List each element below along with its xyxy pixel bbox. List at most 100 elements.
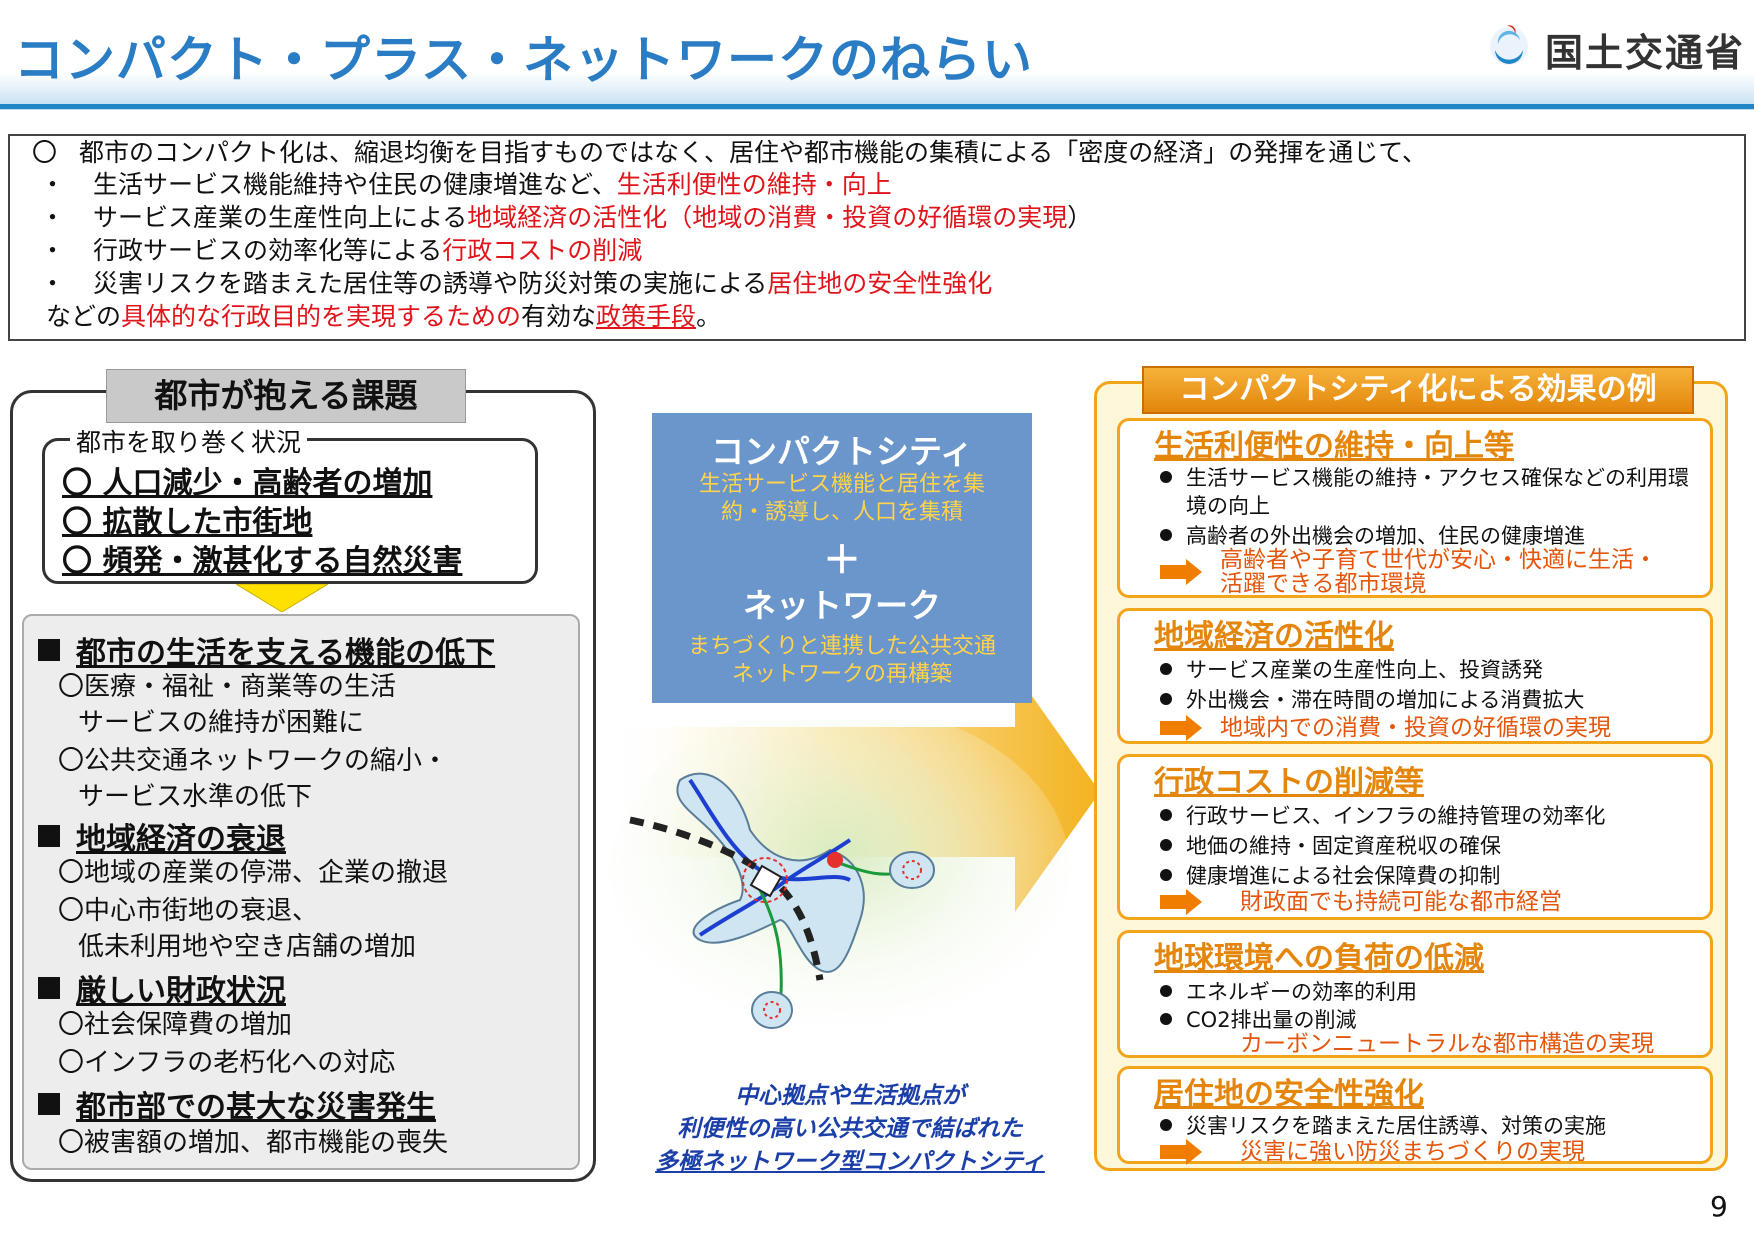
intro-box: 〇 都市のコンパクト化は、縮退均衡を目指すものではなく、居住や都市機能の集積によ… <box>8 134 1746 341</box>
compact-city-desc: 生活サービス機能と居住を集 <box>698 472 985 497</box>
caption-line: 利便性の高い公共交通で結ばれた <box>677 1116 1023 1142</box>
orange-arrow-icon <box>1160 1139 1202 1165</box>
issue-heading-text: 都市の生活を支える機能の低下 <box>76 636 496 671</box>
effect-result: カーボンニュートラルな都市構造の実現 <box>1240 1031 1654 1057</box>
effects-panel-title: コンパクトシティ化による効果の例 <box>1142 366 1694 414</box>
intro-bullet: ・ 行政サービスの効率化等による行政コストの削減 <box>40 236 642 266</box>
issue-heading: 地域経済の衰退 <box>38 814 286 858</box>
effect-bullet-text: 生活サービス機能の維持・アクセス確保などの利用環 <box>1186 466 1689 490</box>
closing-text: 有効な <box>521 302 597 331</box>
orange-arrow-icon <box>1160 889 1202 915</box>
dot-bullet-icon <box>1160 663 1172 675</box>
orange-arrow-icon <box>1160 715 1202 741</box>
effect-card: 生活利便性の維持・向上等 生活サービス機能の維持・アクセス確保などの利用環 境の… <box>1117 418 1713 598</box>
effect-bullet: 高齢者の外出機会の増加、住民の健康増進 <box>1160 523 1585 549</box>
effect-bullet: 外出機会・滞在時間の増加による消費拡大 <box>1160 687 1584 713</box>
network-desc: まちづくりと連携した公共交通 <box>687 634 996 659</box>
effect-card: 居住地の安全性強化 災害リスクを踏まえた居住誘導、対策の実施 災害に強い防災まち… <box>1117 1066 1713 1165</box>
issue-item: サービスの維持が困難に <box>78 708 365 738</box>
header-band <box>0 72 1754 110</box>
bullet-text: サービス産業の生産性向上による <box>92 203 468 232</box>
intro-lead: 〇 都市のコンパクト化は、縮退均衡を目指すものではなく、居住や都市機能の集積によ… <box>32 138 1427 168</box>
effect-result: 災害に強い防災まちづくりの実現 <box>1240 1139 1585 1165</box>
issue-item: 〇インフラの老朽化への対応 <box>58 1048 396 1078</box>
issue-item: 低未利用地や空き店舗の増加 <box>78 932 417 962</box>
dot-bullet-icon <box>1160 839 1172 851</box>
effect-bullet-text: CO2排出量の削減 <box>1186 1008 1357 1032</box>
effect-bullet: 生活サービス機能の維持・アクセス確保などの利用環 <box>1160 465 1689 491</box>
issue-heading: 都市部での甚大な災害発生 <box>38 1082 436 1126</box>
lead-marker: 〇 <box>32 138 58 167</box>
compact-city-desc: 約・誘導し、人口を集積 <box>720 500 963 525</box>
compact-network-box: コンパクトシティ 生活サービス機能と居住を集 約・誘導し、人口を集積 ＋ ネット… <box>652 413 1032 703</box>
org-name: 国土交通省 <box>1545 31 1746 75</box>
situation-item: 〇 拡散した市街地 <box>62 505 313 540</box>
situation-item: 〇 頻発・激甚化する自然災害 <box>62 544 463 579</box>
header-rule <box>0 104 1754 109</box>
issue-item: 〇中心市街地の衰退、 <box>58 896 319 926</box>
bullet-marker: ・ <box>40 269 66 298</box>
intro-bullet: ・ サービス産業の生産性向上による地域経済の活性化（地域の消費・投資の好循環の実… <box>40 203 1092 233</box>
lead-text: 都市のコンパクト化は、縮退均衡を目指すものではなく、居住や都市機能の集積による「… <box>78 138 1427 167</box>
effect-bullet-text: 行政サービス、インフラの維持管理の効率化 <box>1186 804 1606 828</box>
issue-heading: 都市の生活を支える機能の低下 <box>38 628 495 672</box>
issues-panel-title: 都市が抱える課題 <box>106 369 466 423</box>
effect-card: 地球環境への負荷の低減 エネルギーの効率的利用 CO2排出量の削減 カーボンニュ… <box>1117 930 1713 1058</box>
dot-bullet-icon <box>1160 529 1172 541</box>
issue-heading-text: 都市部での甚大な災害発生 <box>76 1090 436 1125</box>
effect-bullet: 災害リスクを踏まえた居住誘導、対策の実施 <box>1160 1113 1606 1139</box>
effect-bullet: 行政サービス、インフラの維持管理の効率化 <box>1160 803 1605 829</box>
bullet-highlight: 生活利便性の維持・向上 <box>616 170 892 199</box>
effect-bullet: サービス産業の生産性向上、投資誘発 <box>1160 657 1543 683</box>
issue-heading-text: 厳しい財政状況 <box>76 974 286 1009</box>
effect-result: 活躍できる都市環境 <box>1220 571 1427 597</box>
effect-bullet: CO2排出量の削減 <box>1160 1007 1357 1033</box>
bullet-text: 災害リスクを踏まえた居住等の誘導や防災対策の実施による <box>92 269 768 298</box>
effect-card: 行政コストの削減等 行政サービス、インフラの維持管理の効率化 地価の維持・固定資… <box>1117 754 1713 920</box>
effect-bullet-text: サービス産業の生産性向上、投資誘発 <box>1186 658 1543 682</box>
dot-bullet-icon <box>1160 1119 1172 1131</box>
issue-item: 〇公共交通ネットワークの縮小・ <box>58 746 449 776</box>
closing-highlight: 具体的な行政目的を実現するための <box>121 302 522 331</box>
issue-heading: 厳しい財政状況 <box>38 966 286 1010</box>
square-bullet-icon <box>38 639 60 661</box>
network-title: ネットワーク <box>743 586 941 625</box>
closing-text: 。 <box>696 302 722 331</box>
bullet-marker: ・ <box>40 236 66 265</box>
effect-card: 地域経済の活性化 サービス産業の生産性向上、投資誘発 外出機会・滞在時間の増加に… <box>1117 608 1713 744</box>
dot-bullet-icon <box>1160 693 1172 705</box>
effect-bullet-text: 外出機会・滞在時間の増加による消費拡大 <box>1186 688 1585 712</box>
bullet-highlight: 居住地の安全性強化 <box>767 269 993 298</box>
compact-city-title: コンパクトシティ <box>710 432 974 471</box>
mlit-logo: 国土交通省 <box>1485 18 1745 75</box>
bullet-highlight: 地域経済の活性化（地域の消費・投資の好循環の実現 <box>467 203 1068 232</box>
orange-arrow-icon <box>1160 559 1202 585</box>
page-number: 9 <box>1710 1190 1728 1223</box>
issue-item: 〇社会保障費の増加 <box>58 1010 293 1040</box>
effect-bullet: 地価の維持・固定資産税収の確保 <box>1160 833 1501 859</box>
effect-heading: 行政コストの削減等 <box>1154 765 1424 800</box>
effect-bullet-text: 地価の維持・固定資産税収の確保 <box>1186 834 1501 858</box>
issue-item: 〇地域の産業の停滞、企業の撤退 <box>58 858 449 888</box>
effect-bullet-text: エネルギーの効率的利用 <box>1186 980 1417 1004</box>
plus-sign: ＋ <box>822 538 861 582</box>
dot-bullet-icon <box>1160 985 1172 997</box>
situation-item: 〇 人口減少・高齢者の増加 <box>62 466 433 501</box>
intro-bullet: ・ 生活サービス機能維持や住民の健康増進など、生活利便性の維持・向上 <box>40 170 892 200</box>
bullet-highlight: 行政コストの削減 <box>442 236 643 265</box>
dot-bullet-icon <box>1160 869 1172 881</box>
effect-bullet: 境の向上 <box>1186 494 1270 518</box>
closing-text: などの <box>46 302 122 331</box>
effect-bullet: 健康増進による社会保障費の抑制 <box>1160 863 1500 889</box>
caption-line: 中心拠点や生活拠点が <box>735 1083 965 1109</box>
issue-item: 〇医療・福祉・商業等の生活 <box>58 672 397 702</box>
effect-heading: 地球環境への負荷の低減 <box>1154 941 1484 976</box>
page-title: コンパクト・プラス・ネットワークのねらい <box>14 31 1033 89</box>
bullet-tail: ） <box>1067 203 1093 232</box>
effect-heading: 地域経済の活性化 <box>1154 619 1394 654</box>
issue-item: サービス水準の低下 <box>78 782 313 812</box>
network-desc: ネットワークの再構築 <box>731 662 952 687</box>
effect-result: 地域内での消費・投資の好循環の実現 <box>1220 715 1611 741</box>
square-bullet-icon <box>38 1093 60 1115</box>
effect-bullet-text: 高齢者の外出機会の増加、住民の健康増進 <box>1186 524 1585 548</box>
